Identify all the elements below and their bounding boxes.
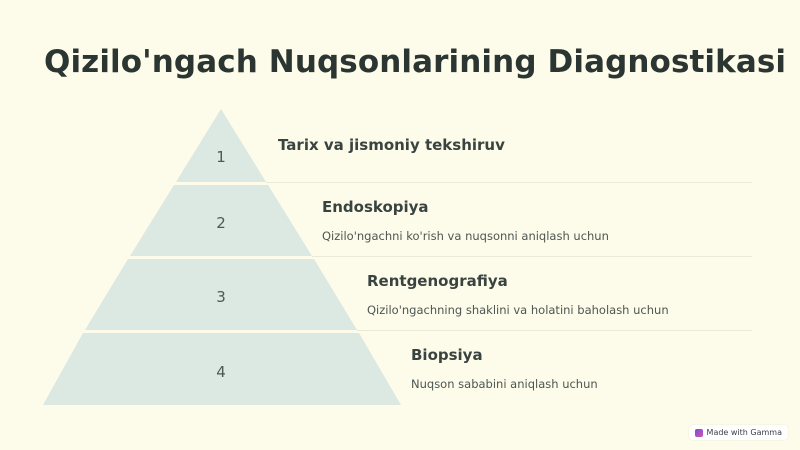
step-description: Qizilo'ngachning shaklini va holatini ba… [367, 303, 669, 317]
step-title: Endoskopiya [322, 198, 429, 216]
row-divider-2 [312, 256, 752, 257]
step-description: Qizilo'ngachni ko'rish va nuqsonni aniql… [322, 229, 609, 243]
step-description: Nuqson sababini aniqlash uchun [411, 377, 598, 391]
step-number: 4 [216, 363, 226, 381]
step-title: Biopsiya [411, 346, 483, 364]
gamma-logo-icon [694, 428, 703, 437]
pyramid-tier-2 [130, 185, 312, 256]
pyramid-tier-1 [176, 109, 266, 182]
row-divider-3 [357, 330, 752, 331]
pyramid-tier-3 [85, 259, 357, 330]
pyramid-tier-4 [43, 333, 401, 405]
step-title: Rentgenografiya [367, 272, 508, 290]
page-title: Qizilo'ngach Nuqsonlarining Diagnostikas… [44, 44, 787, 80]
badge-label: Made with Gamma [706, 428, 782, 437]
step-number: 2 [216, 214, 226, 232]
step-number: 3 [216, 288, 226, 306]
row-divider-1 [266, 182, 752, 183]
step-number: 1 [216, 148, 226, 166]
step-title: Tarix va jismoniy tekshiruv [278, 136, 505, 154]
made-with-gamma-badge[interactable]: Made with Gamma [688, 425, 788, 440]
